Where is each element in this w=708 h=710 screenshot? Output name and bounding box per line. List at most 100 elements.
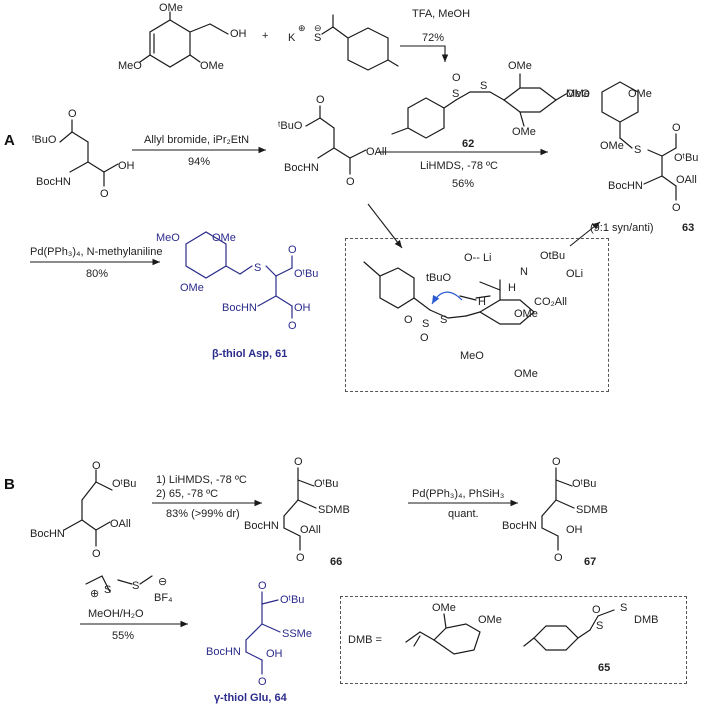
r62-ome-right: OMe <box>566 88 590 100</box>
top-ome-label: OMe <box>159 2 183 14</box>
c63-otbu: OᵗBu <box>674 152 699 164</box>
mech-ome-top: OMe <box>514 308 538 320</box>
compound-61-structure <box>185 231 293 319</box>
mech-o1: O <box>404 314 413 326</box>
c63-ratio: (9:1 syn/anti) <box>590 222 654 234</box>
c63-o2: O <box>672 202 681 214</box>
top-oh-label: OH <box>230 28 247 40</box>
c63-ome2: OMe <box>600 140 624 152</box>
allyl-tbuo: ᵗBuO <box>278 120 303 132</box>
c66-sdmb: SDMB <box>318 504 350 516</box>
allyl-o2: O <box>346 176 355 188</box>
step3-yield: 80% <box>86 268 109 280</box>
start-bochn: BocHN <box>36 176 71 188</box>
dmb-definition-structure <box>405 609 615 655</box>
c61-ome2: OMe <box>180 282 204 294</box>
dmb-dmb: DMB <box>634 614 659 626</box>
c61-oh: OH <box>294 302 311 314</box>
mech-tbuo: tBuO <box>426 272 452 284</box>
step4-yield: 83% (>99% dr) <box>166 508 240 520</box>
dmb-s1: S <box>596 620 604 632</box>
top-ome-right-label: OMe <box>200 60 224 72</box>
mechanism-structure <box>363 261 535 325</box>
dmb-equals-label: DMB = <box>348 634 382 646</box>
dmb-o: O <box>592 604 601 616</box>
c61-o: O <box>288 244 297 256</box>
c64-bochn: BocHN <box>206 646 241 658</box>
c67-oh: OH <box>566 524 583 536</box>
compound-62-label: 62 <box>462 138 475 150</box>
trimethoxybenzyl-alcohol-structure <box>139 11 229 68</box>
c66-oall: OAll <box>300 524 321 536</box>
c64-o: O <box>258 580 267 592</box>
mech-oli: OLi <box>566 268 584 280</box>
c67-sdmb: SDMB <box>576 504 608 516</box>
glu-o: O <box>92 460 101 472</box>
compound-63-label: 63 <box>682 222 695 234</box>
mech-co2all: CO₂All <box>534 296 567 308</box>
mechanism-arrow-down <box>367 203 403 249</box>
c61-bochn: BocHN <box>222 302 257 314</box>
c63-meo: MeO <box>566 88 590 100</box>
allyl-o: O <box>316 94 325 106</box>
c64-ssme: SSMe <box>282 628 312 640</box>
step6-plus: ⊕ <box>90 588 100 600</box>
step4-line1: 1) LiHMDS, -78 ºC <box>156 474 247 486</box>
c63-ome: OMe <box>628 88 652 100</box>
step6-bf4: BF₄ <box>154 592 173 604</box>
step6-minus: ⊖ <box>158 576 168 588</box>
r62-ome-top: OMe <box>508 60 532 72</box>
compound-66-structure <box>283 467 317 551</box>
allyl-oall: OAll <box>366 146 387 158</box>
step2-conditions: LiHMDS, -78 ºC <box>420 160 498 172</box>
section-b-label: B <box>4 476 15 493</box>
sulfur-charge: ⊖ <box>314 23 322 33</box>
r62-s2: S <box>480 80 488 92</box>
step1-conditions: Allyl bromide, iPr₂EtN <box>144 134 250 146</box>
compound-67-structure <box>541 467 575 551</box>
c67-o: O <box>552 456 561 468</box>
mech-o2: O <box>420 332 429 344</box>
c64-otbu: OᵗBu <box>280 594 305 606</box>
glu-oall: OAll <box>110 518 131 530</box>
tfa-conditions: TFA, MeOH <box>412 8 471 20</box>
dmb-definition-box <box>340 596 687 684</box>
c63-oall: OAll <box>676 174 697 186</box>
step6-s1: S <box>104 584 112 596</box>
c61-ome: OMe <box>212 232 236 244</box>
sulfonium-reagent-structure <box>85 575 153 593</box>
top-meo-label: MeO <box>118 60 142 72</box>
c61-meo: MeO <box>156 232 180 244</box>
mech-ome-bottom: OMe <box>514 368 538 380</box>
compound-67-label: 67 <box>584 556 597 568</box>
mech-otbu: OtBu <box>540 250 566 262</box>
allyl-ester-structure <box>305 105 367 175</box>
sulfinate-s-label: S <box>314 32 322 44</box>
c67-bochn: BocHN <box>502 520 537 532</box>
mechanism-box <box>345 238 609 392</box>
dmb-s2: S <box>620 602 628 614</box>
compound-64-structure <box>245 591 281 675</box>
section-a-label: A <box>4 132 15 149</box>
plus-sign: + <box>262 30 269 42</box>
tfa-yield: 72% <box>422 32 445 44</box>
potassium-charge: ⊕ <box>298 23 306 33</box>
start-o2: O <box>100 188 109 200</box>
reagent-62-structure <box>391 73 567 139</box>
r62-o: O <box>452 72 461 84</box>
step5-conditions: Pd(PPh₃)₄, PhSiH₃ <box>412 488 505 500</box>
mech-h-left: H <box>478 296 486 308</box>
c66-bochn: BocHN <box>244 520 279 532</box>
glu-otbu: OᵗBu <box>112 478 137 490</box>
step6-solvent: MeOH/H₂O <box>88 608 144 620</box>
compound-61-label: β-thiol Asp, 61 <box>212 348 288 360</box>
potassium-label: K <box>288 32 296 44</box>
c63-s: S <box>634 144 642 156</box>
mech-h-right: H <box>508 282 516 294</box>
boc-glu-start-structure <box>63 469 113 547</box>
dmb-ome-right: OMe <box>478 614 502 626</box>
c63-o: O <box>672 122 681 134</box>
c64-oh: OH <box>266 648 283 660</box>
glu-bochn: BocHN <box>30 528 65 540</box>
